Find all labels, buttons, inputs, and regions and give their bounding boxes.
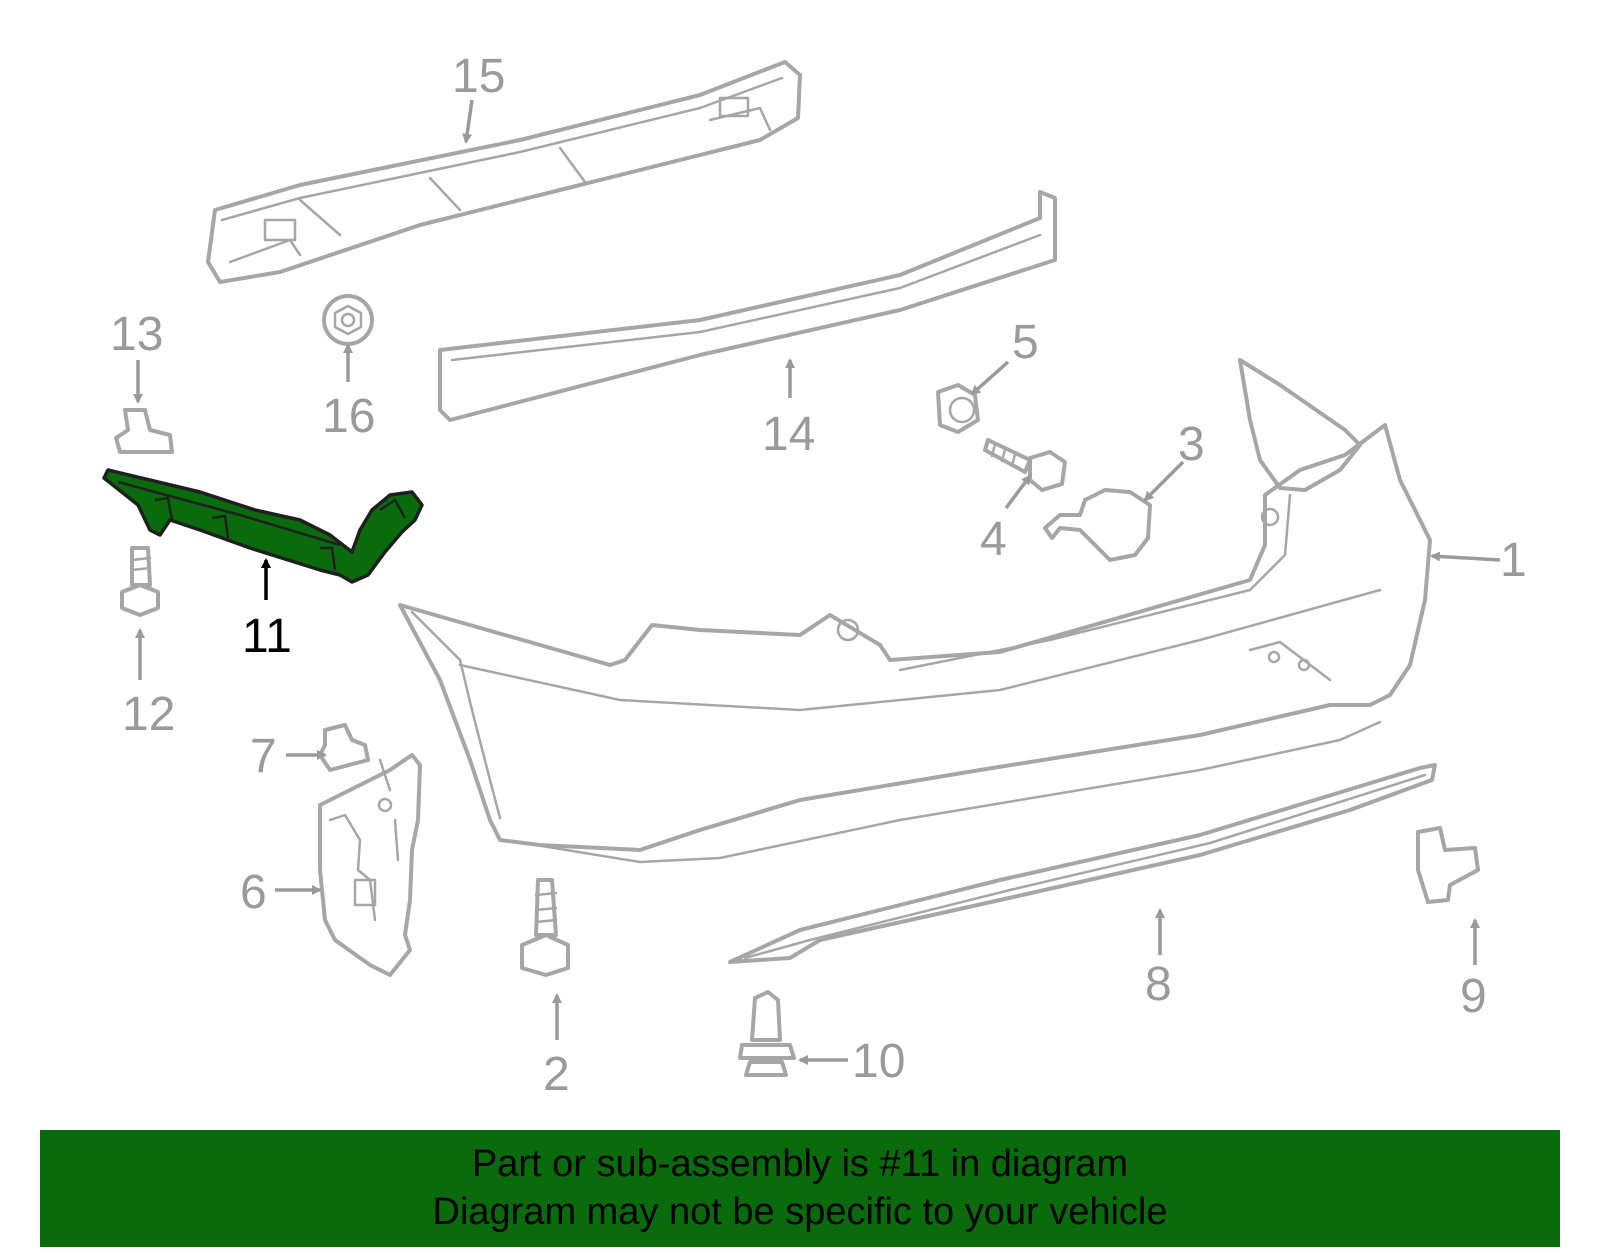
part-12-bolt[interactable]	[120, 546, 160, 617]
callout-14: 14	[762, 408, 815, 461]
part-3-cap[interactable]	[1043, 488, 1152, 562]
callout-1: 1	[1500, 534, 1527, 587]
callout-5: 5	[1012, 316, 1039, 369]
part-7-clip[interactable]	[318, 723, 370, 772]
callout-6: 6	[240, 866, 267, 919]
part-6-bracket[interactable]	[318, 753, 422, 977]
callout-labels: 15 13 16 14 5 3 4 1 11 12 7 6 2 8 9 10	[110, 50, 1527, 1101]
leader-lines	[133, 99, 1501, 1065]
banner-line-2: Diagram may not be specific to your vehi…	[432, 1191, 1168, 1233]
callout-7: 7	[250, 730, 277, 783]
callout-11: 11	[242, 610, 292, 663]
part-15-reinforcement[interactable]	[206, 60, 802, 284]
part-5-nut[interactable]	[936, 383, 980, 434]
callout-4: 4	[980, 513, 1007, 566]
callout-10: 10	[852, 1035, 905, 1088]
info-banner: Part or sub-assembly is #11 in diagram D…	[40, 1130, 1560, 1247]
part-11-bracket[interactable]	[102, 468, 424, 584]
part-8-molding[interactable]	[728, 763, 1437, 964]
callout-16: 16	[322, 390, 375, 443]
part-1-bumper-cover[interactable]	[398, 358, 1432, 864]
banner-line-1: Part or sub-assembly is #11 in diagram	[471, 1143, 1129, 1185]
part-14-absorber[interactable]	[438, 190, 1057, 422]
callout-9: 9	[1460, 970, 1487, 1023]
part-9-clip[interactable]	[1416, 826, 1480, 904]
callout-8: 8	[1145, 958, 1172, 1011]
callout-2: 2	[543, 1048, 570, 1101]
callout-12: 12	[122, 688, 175, 741]
part-2-bolt[interactable]	[520, 878, 570, 977]
part-13-clip[interactable]	[114, 408, 174, 454]
parts-diagram: 15 13 16 14 5 3 4 1 11 12 7 6 2 8 9 10	[102, 50, 1527, 1101]
callout-13: 13	[110, 308, 163, 361]
part-16-nut[interactable]	[322, 294, 374, 346]
part-10-fastener[interactable]	[738, 990, 796, 1077]
callout-3: 3	[1178, 418, 1205, 471]
callout-15: 15	[452, 50, 505, 103]
